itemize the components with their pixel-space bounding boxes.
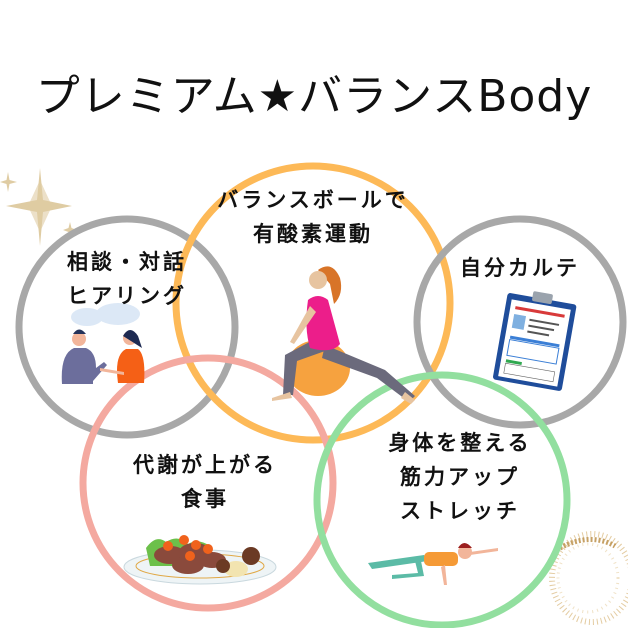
- label-line: バランスボールで: [217, 188, 409, 212]
- label-stretch: 身体を整える 筋力アップ ストレッチ: [360, 426, 560, 528]
- label-line: 代謝が上がる: [133, 453, 277, 477]
- conversation-illustration: [61, 303, 145, 384]
- label-line: 有酸素運動: [253, 222, 373, 246]
- label-line: 身体を整える: [388, 431, 532, 455]
- gold-dust-decoration: [549, 531, 628, 625]
- label-consultation: 相談・対話 ヒアリング: [27, 245, 227, 313]
- meal-plate-illustration: [123, 535, 277, 585]
- ring-chart: [413, 215, 627, 429]
- clipboard-chart-illustration: [493, 291, 577, 391]
- ring-meal: [79, 354, 337, 612]
- stretching-woman-illustration: [368, 543, 498, 585]
- label-line: 筋力アップ: [400, 465, 520, 489]
- label-line: ストレッチ: [400, 499, 520, 523]
- label-line: 相談・対話: [67, 250, 187, 274]
- label-balance-ball: バランスボールで 有酸素運動: [193, 183, 433, 251]
- label-line: 自分カルテ: [460, 256, 580, 280]
- page-title: プレミアム★バランスBody: [35, 71, 593, 122]
- ring-stretch: [313, 371, 571, 628]
- ring-consultation: [15, 215, 239, 439]
- sparkle-icon: [0, 168, 77, 246]
- label-meal: 代謝が上がる 食事: [100, 448, 310, 516]
- label-line: 食事: [181, 487, 229, 511]
- balance-ball-woman-illustration: [272, 266, 415, 404]
- ring-balance-ball: [172, 162, 454, 444]
- label-line: ヒアリング: [67, 284, 187, 308]
- label-chart: 自分カルテ: [440, 251, 600, 285]
